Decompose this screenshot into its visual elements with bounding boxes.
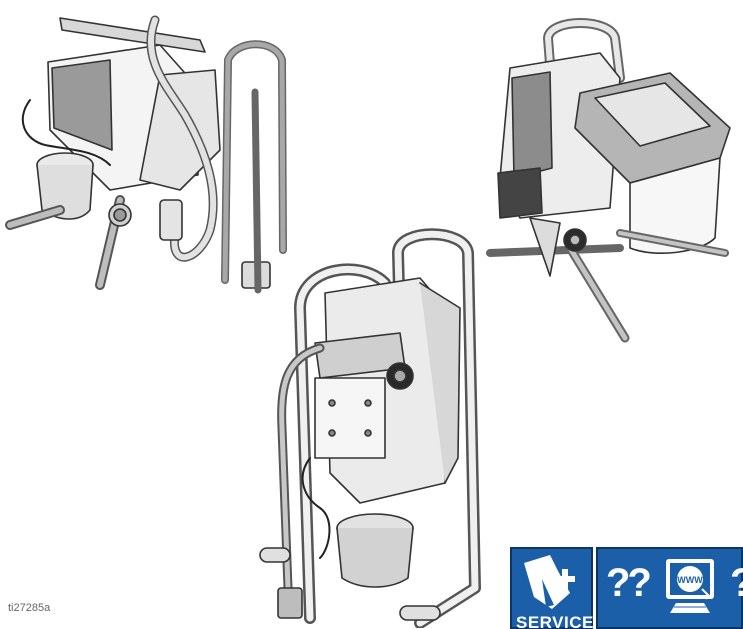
www-monitor-icon: WWW	[666, 559, 714, 613]
svg-text:WWW: WWW	[677, 575, 703, 585]
stand-sprayer-illustration	[5, 15, 287, 294]
web-help-badge: ?? WWW ?	[596, 547, 743, 629]
trailing-question-mark: ?	[730, 561, 743, 606]
hopper-sprayer-illustration	[486, 18, 731, 343]
service-badge: SERVICE	[510, 547, 593, 629]
badge-strip: SERVICE ?? WWW ?	[510, 547, 743, 629]
cart-sprayer-illustration	[259, 228, 481, 628]
service-manual-icon	[524, 555, 575, 609]
figure-id-label: ti27285a	[8, 602, 51, 614]
question-marks: ??	[606, 561, 652, 605]
service-label: SERVICE	[516, 613, 594, 629]
